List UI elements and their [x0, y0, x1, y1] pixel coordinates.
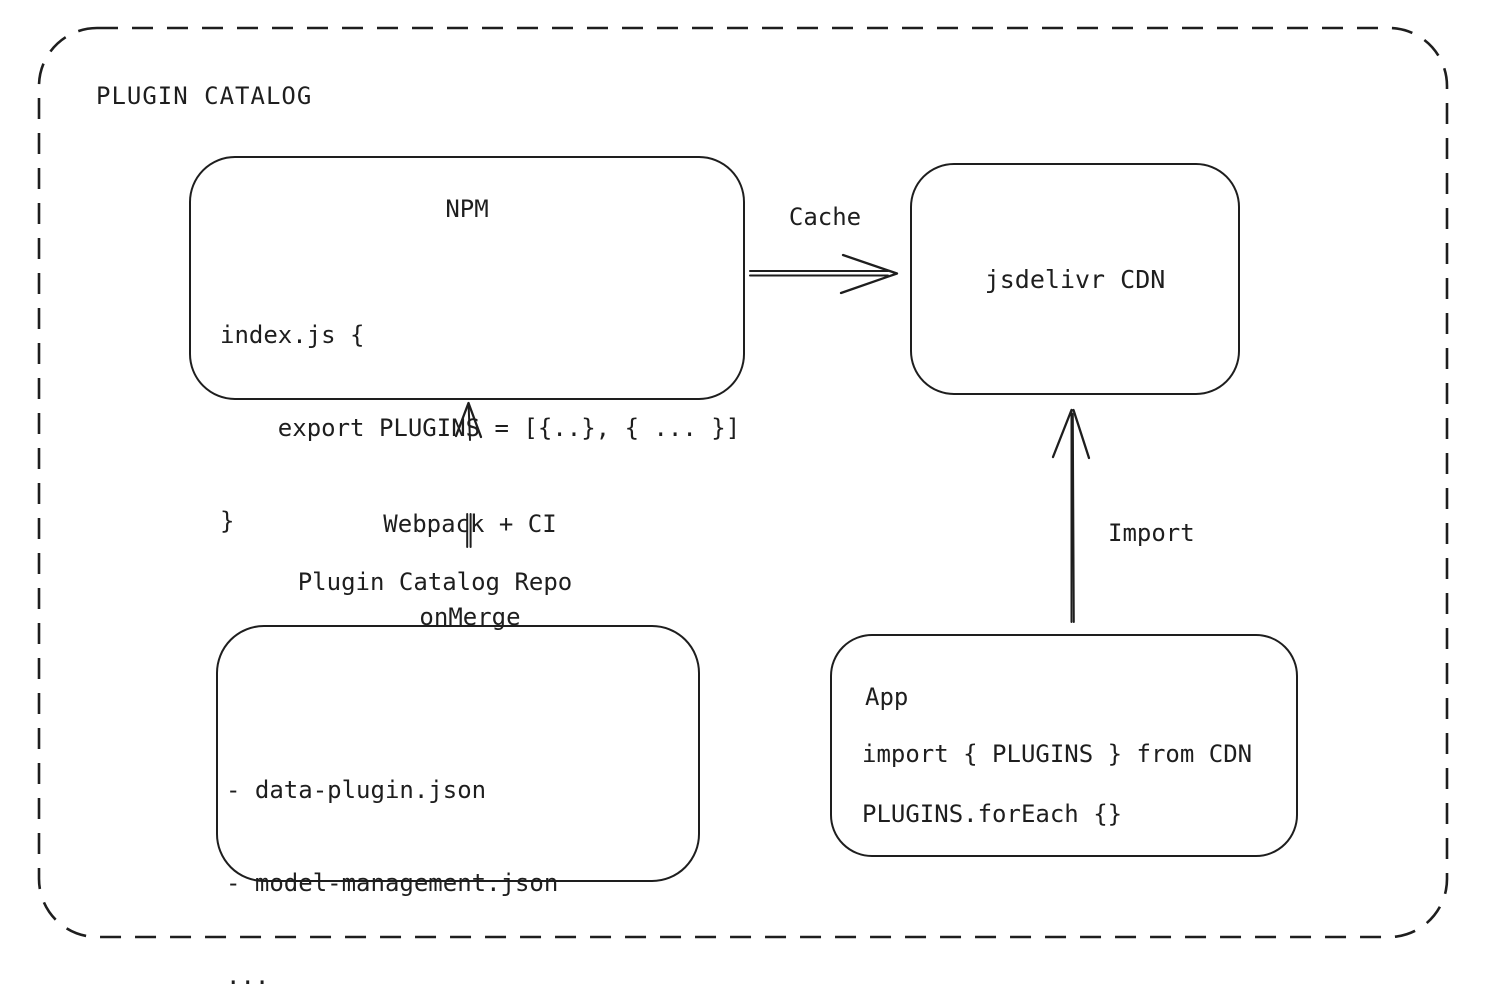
repo-file-item: - data-plugin.json: [226, 776, 487, 804]
repo-file-item: - model-management.json: [226, 869, 559, 897]
arrow-shaft: [467, 402, 471, 441]
npm-code-line: index.js {: [220, 321, 365, 349]
build-arrow-label-line: Webpack + CI: [383, 510, 557, 538]
arrowhead-up-icon: [454, 401, 483, 439]
arrow-import-app-to-cdn: [1051, 408, 1091, 623]
app-code-line: import { PLUGINS } from CDN: [862, 740, 1253, 768]
node-plugin-catalog-repo: - data-plugin.json - model-management.js…: [216, 625, 700, 990]
arrow-build-repo-to-npm: [454, 401, 483, 548]
cdn-label: jsdelivr CDN: [984, 264, 1166, 294]
node-npm: NPM index.js { export PLUGINS = [{..}, {…: [189, 156, 745, 535]
app-title: App: [865, 683, 909, 711]
arrowhead-up-icon: [1072, 408, 1091, 460]
diagram-title: PLUGIN CATALOG: [96, 82, 313, 110]
catalog-dashed-border: [37, 26, 1449, 939]
arrowhead-right-icon: [839, 253, 899, 295]
repo-node-label: Plugin Catalog Repo: [297, 568, 573, 596]
arrow-shaft: [1071, 413, 1075, 623]
import-arrow-label: Import: [1108, 519, 1195, 547]
cache-arrow-label: Cache: [788, 203, 862, 231]
app-code-line: PLUGINS.forEach {}: [862, 800, 1123, 828]
node-app: App import { PLUGINS } from CDN PLUGINS.…: [830, 634, 1298, 857]
repo-file-item: ...: [226, 962, 270, 990]
npm-code-line: }: [220, 507, 235, 535]
npm-title: NPM: [445, 195, 489, 223]
arrow-cache-npm-to-cdn: [749, 253, 899, 295]
arrowhead-up-icon: [1051, 408, 1073, 459]
node-jsdelivr-cdn: jsdelivr CDN: [910, 163, 1240, 395]
npm-code-line: export PLUGINS = [{..}, { ... }]: [220, 414, 741, 442]
